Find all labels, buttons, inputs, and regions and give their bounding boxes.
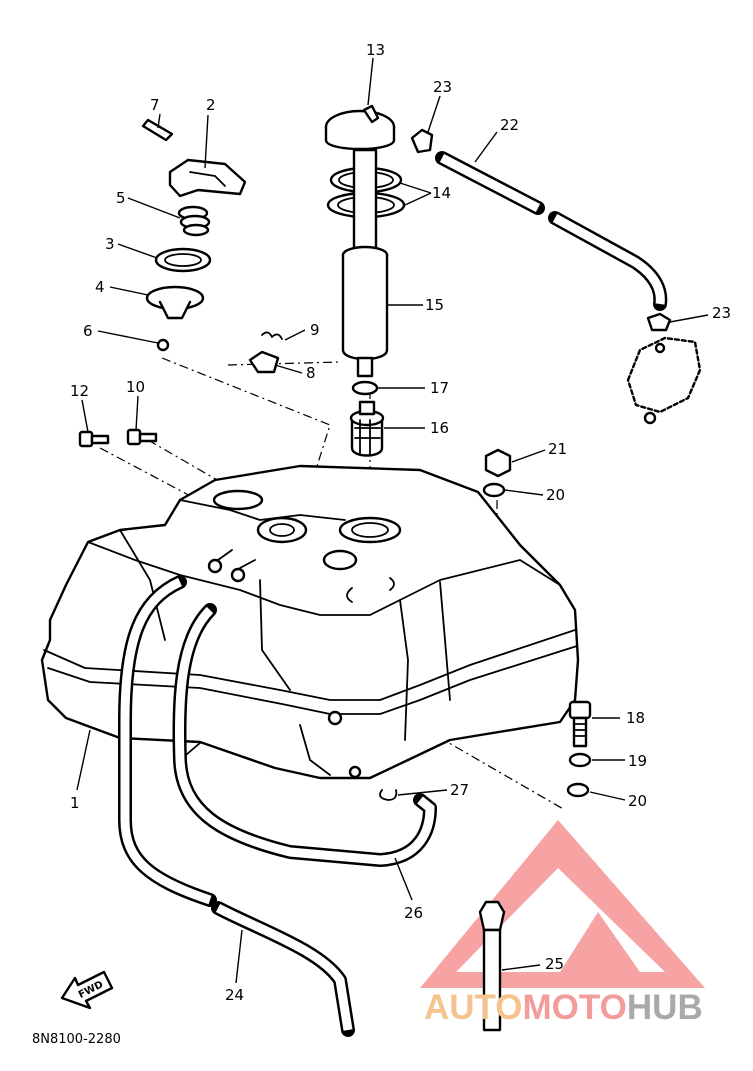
callout-14: 14 xyxy=(432,184,451,202)
hose-clip-23-right xyxy=(646,312,672,332)
callout-18: 18 xyxy=(626,709,645,727)
bolt-12 xyxy=(78,430,110,448)
callout-24: 24 xyxy=(225,986,244,1004)
washer-20-bottom xyxy=(566,782,590,798)
cap-seal xyxy=(145,285,205,320)
fuel-filter xyxy=(349,380,385,457)
callout-6: 6 xyxy=(83,322,93,340)
key xyxy=(478,900,506,1032)
fuel-cap-lock xyxy=(141,118,247,198)
callout-20-bottom: 20 xyxy=(628,792,647,810)
cap-spring xyxy=(177,205,211,237)
logo-part-auto: AUTO xyxy=(424,988,523,1027)
breather-hose xyxy=(172,603,437,867)
logo-part-moto: MOTO xyxy=(523,988,627,1027)
washer-19 xyxy=(568,752,592,768)
callout-12: 12 xyxy=(70,382,89,400)
callout-27: 27 xyxy=(450,781,469,799)
callout-leader-lines xyxy=(76,57,709,984)
callout-labels: 13 23 22 14 15 23 2 7 5 3 4 6 9 8 17 16 … xyxy=(70,41,731,1004)
callout-22: 22 xyxy=(500,116,519,134)
callout-1: 1 xyxy=(70,794,80,812)
bolt-18 xyxy=(568,700,592,748)
callout-26: 26 xyxy=(404,904,423,922)
drain-hose xyxy=(118,575,355,1037)
callout-21: 21 xyxy=(548,440,567,458)
callout-16: 16 xyxy=(430,419,449,437)
forward-arrow-icon xyxy=(60,970,114,1010)
callout-17: 17 xyxy=(430,379,449,397)
callout-7: 7 xyxy=(150,96,160,114)
callout-15: 15 xyxy=(425,296,444,314)
cap-gasket xyxy=(154,247,212,273)
callout-25: 25 xyxy=(545,955,564,973)
small-plug xyxy=(156,338,170,352)
diagram-code: 8N8100-2280 xyxy=(32,1032,121,1047)
callout-10: 10 xyxy=(126,378,145,396)
logo-wordmark: AUTOMOTOHUB xyxy=(424,988,703,1027)
callout-4: 4 xyxy=(95,278,105,296)
callout-8: 8 xyxy=(306,364,316,382)
callout-19: 19 xyxy=(628,752,647,770)
callout-9: 9 xyxy=(310,321,320,339)
hose-clip-23-top xyxy=(410,128,434,154)
callout-13: 13 xyxy=(366,41,385,59)
callout-23-top: 23 xyxy=(433,78,452,96)
callout-2: 2 xyxy=(206,96,216,114)
washer-20-top xyxy=(482,482,506,498)
bolt-10 xyxy=(126,428,158,446)
callout-23-right: 23 xyxy=(712,304,731,322)
callout-5: 5 xyxy=(116,189,126,207)
fuel-hose xyxy=(435,151,668,311)
clip-9 xyxy=(261,331,283,340)
callout-20-top: 20 xyxy=(546,486,565,504)
logo-part-hub: HUB xyxy=(627,988,703,1027)
hose-clamp-8 xyxy=(248,350,280,374)
callout-3: 3 xyxy=(105,235,115,253)
nut-21 xyxy=(484,448,512,478)
fuel-cock xyxy=(626,336,702,425)
hose-clip-27 xyxy=(379,789,398,801)
fuel-sender-assembly xyxy=(324,104,406,378)
